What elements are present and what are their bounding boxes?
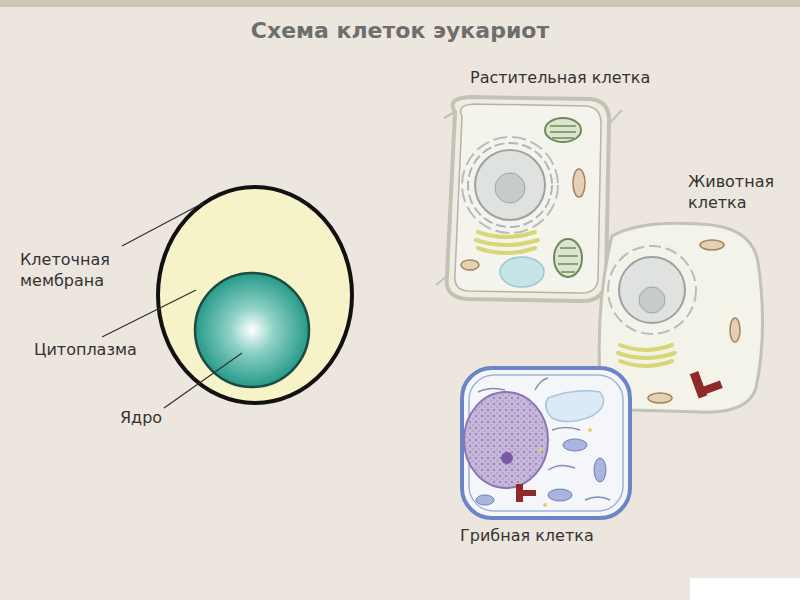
animal-cell-part bbox=[648, 393, 672, 403]
leader-line-part bbox=[122, 203, 203, 246]
top-strip-part bbox=[0, 0, 800, 7]
cell-title: Грибная клетка bbox=[460, 526, 660, 547]
plant-cell-part bbox=[500, 257, 544, 287]
corner-mark-part bbox=[690, 578, 800, 600]
plant-cell-part bbox=[476, 240, 538, 245]
plant-cell-part bbox=[468, 143, 552, 227]
animal-cell-part bbox=[618, 353, 675, 358]
fungal-cell-part bbox=[538, 448, 542, 452]
plant-cell-part bbox=[558, 248, 578, 272]
plant-cell bbox=[436, 97, 622, 301]
plant-cell-part bbox=[462, 137, 558, 233]
leader-line-part bbox=[164, 353, 242, 408]
plant-cell-part bbox=[478, 232, 535, 237]
cell-title: Растительная клетка bbox=[470, 68, 700, 89]
plant-cell-part bbox=[447, 97, 610, 301]
fungal-cell-part bbox=[501, 452, 513, 464]
fungal-cell bbox=[462, 368, 630, 518]
diagram-title: Схема клеток эукариот bbox=[251, 18, 549, 43]
corner-mark bbox=[690, 578, 800, 600]
fungal-cell-part bbox=[548, 465, 575, 470]
animal-cell-part bbox=[620, 345, 672, 350]
part-label: Ядро bbox=[120, 408, 200, 429]
fungal-cell-part bbox=[476, 439, 606, 505]
plant-cell-part bbox=[476, 232, 538, 253]
fungal-cell-part bbox=[538, 428, 592, 507]
plant-cell-part bbox=[455, 104, 601, 293]
leader-line-part bbox=[102, 290, 196, 337]
animal-cell-part bbox=[690, 371, 723, 399]
fungal-cell-part bbox=[546, 391, 604, 422]
plant-cell-part bbox=[495, 173, 525, 203]
plant-cell-part bbox=[461, 260, 479, 270]
plant-cell-part bbox=[436, 276, 447, 285]
fungal-cell-part bbox=[594, 458, 606, 482]
plant-cell-part bbox=[444, 112, 455, 118]
cell-title: Животная клетка bbox=[688, 172, 788, 214]
fungal-cell-part bbox=[535, 378, 548, 390]
leader-line bbox=[102, 203, 242, 408]
fungal-cell-part bbox=[563, 439, 587, 451]
fungal-cell-part bbox=[478, 378, 610, 500]
part-label: Клеточная мембрана bbox=[20, 250, 138, 292]
animal-cell-part bbox=[620, 361, 672, 366]
plant-cell-part bbox=[609, 110, 622, 124]
animal-cell-part bbox=[608, 246, 696, 334]
part-label: Цитоплазма bbox=[34, 340, 174, 361]
fungal-cell-part bbox=[522, 490, 536, 496]
animal-cell-part bbox=[619, 257, 685, 323]
animal-cell-part bbox=[700, 240, 724, 250]
fungal-cell-part bbox=[516, 484, 523, 502]
fungal-cell-part bbox=[552, 428, 580, 431]
fungal-cell-part bbox=[516, 484, 536, 502]
fungal-cell-part bbox=[588, 428, 592, 432]
fungal-cell-part bbox=[464, 392, 548, 488]
plant-cell-part bbox=[475, 150, 545, 220]
plant-cell-part bbox=[545, 118, 581, 142]
fungal-cell-part bbox=[543, 503, 547, 507]
schematic-cell-part bbox=[195, 273, 309, 387]
fungal-cell-part bbox=[466, 394, 546, 486]
fungal-cell-part bbox=[585, 497, 610, 500]
plant-cell-part bbox=[573, 169, 585, 197]
plant-cell-part bbox=[478, 248, 535, 253]
animal-cell-part bbox=[639, 287, 665, 313]
animal-cell-part bbox=[730, 318, 740, 342]
fungal-cell-part bbox=[548, 489, 572, 501]
plant-cell-part bbox=[550, 126, 576, 138]
animal-cell-part bbox=[618, 345, 675, 366]
fungal-cell-part bbox=[476, 495, 494, 505]
plant-cell-part bbox=[554, 239, 582, 277]
animal-cell-part bbox=[699, 380, 722, 395]
fungal-cell-part bbox=[478, 388, 505, 392]
top-strip bbox=[0, 0, 800, 7]
fungal-cell-part bbox=[462, 368, 630, 518]
